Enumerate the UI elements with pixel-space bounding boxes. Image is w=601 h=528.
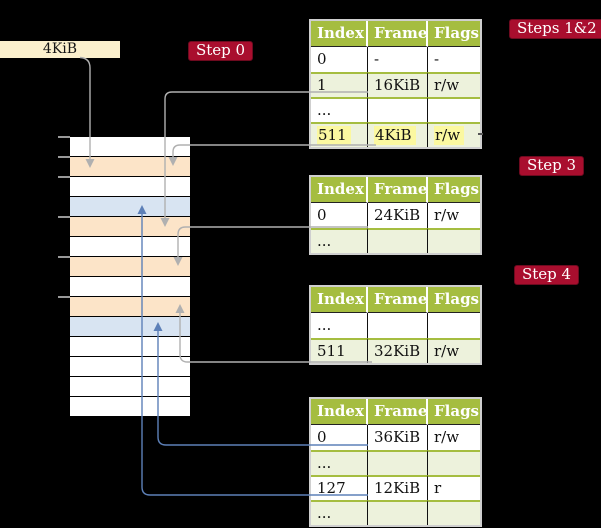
table-row-highlighted: 511 4KiB r/w (311, 122, 480, 147)
memory-tick (58, 176, 70, 178)
col-header-frame: Frame (368, 21, 428, 47)
col-header-frame: Frame (368, 177, 428, 203)
table-row: ... (311, 313, 480, 338)
memory-frame-row (70, 197, 190, 217)
memory-tick (58, 156, 70, 158)
frame-size-label: 4KiB (0, 41, 120, 58)
badge-step-3: Step 3 (519, 156, 585, 176)
badge-step-0: Step 0 (188, 41, 254, 61)
col-header-flags: Flags (428, 399, 480, 425)
col-header-index: Index (311, 21, 368, 47)
table-row: ... (311, 500, 480, 525)
badge-step-4: Step 4 (514, 265, 580, 285)
table-header-row: Index Frame Flags (311, 287, 480, 313)
table-row: 127 12KiB r (311, 475, 480, 500)
memory-frame-row (70, 377, 190, 397)
col-header-index: Index (311, 287, 368, 313)
memory-frame-row (70, 397, 190, 417)
col-header-flags: Flags (428, 177, 480, 203)
page-table-3: Index Frame Flags ... 511 32KiB r/w (309, 285, 482, 365)
memory-frame-row (70, 297, 190, 317)
table-row: ... (311, 228, 480, 253)
col-header-index: Index (311, 399, 368, 425)
highlight: 4KiB (374, 126, 416, 145)
memory-frame-row (70, 317, 190, 337)
col-header-flags: Flags (428, 21, 480, 47)
col-header-index: Index (311, 177, 368, 203)
table-row: 0 36KiB r/w (311, 425, 480, 450)
memory-tick (58, 256, 70, 258)
badge-steps-1-2: Steps 1&2 (509, 19, 601, 39)
memory-frame-row (70, 357, 190, 377)
memory-frame-row (70, 237, 190, 257)
table-header-row: Index Frame Flags (311, 21, 480, 47)
table-row: 0 - - (311, 47, 480, 72)
memory-frame-row (70, 137, 190, 157)
memory-frame-row (70, 157, 190, 177)
page-table-4: Index Frame Flags 0 36KiB r/w ... 127 12… (309, 397, 482, 527)
memory-tick (58, 216, 70, 218)
page-table-1: Index Frame Flags 0 - - 1 16KiB r/w ... … (309, 19, 482, 149)
memory-tick (58, 296, 70, 298)
memory-frame-row (70, 337, 190, 357)
col-header-frame: Frame (368, 399, 428, 425)
col-header-flags: Flags (428, 287, 480, 313)
memory-frame-row (70, 257, 190, 277)
table-row: 1 16KiB r/w (311, 72, 480, 97)
page-table-2: Index Frame Flags 0 24KiB r/w ... (309, 175, 482, 255)
highlight: 511 (317, 126, 351, 145)
memory-frame-row (70, 217, 190, 237)
table-row: 511 32KiB r/w (311, 338, 480, 363)
table-row: ... (311, 450, 480, 475)
table-row: 0 24KiB r/w (311, 203, 480, 228)
highlight: r/w (434, 126, 465, 145)
table-header-row: Index Frame Flags (311, 399, 480, 425)
table-header-row: Index Frame Flags (311, 177, 480, 203)
table-row: ... (311, 97, 480, 122)
memory-frame-row (70, 277, 190, 297)
memory-tick (58, 136, 70, 138)
physical-memory-column (58, 136, 190, 417)
memory-frame-row (70, 177, 190, 197)
col-header-frame: Frame (368, 287, 428, 313)
